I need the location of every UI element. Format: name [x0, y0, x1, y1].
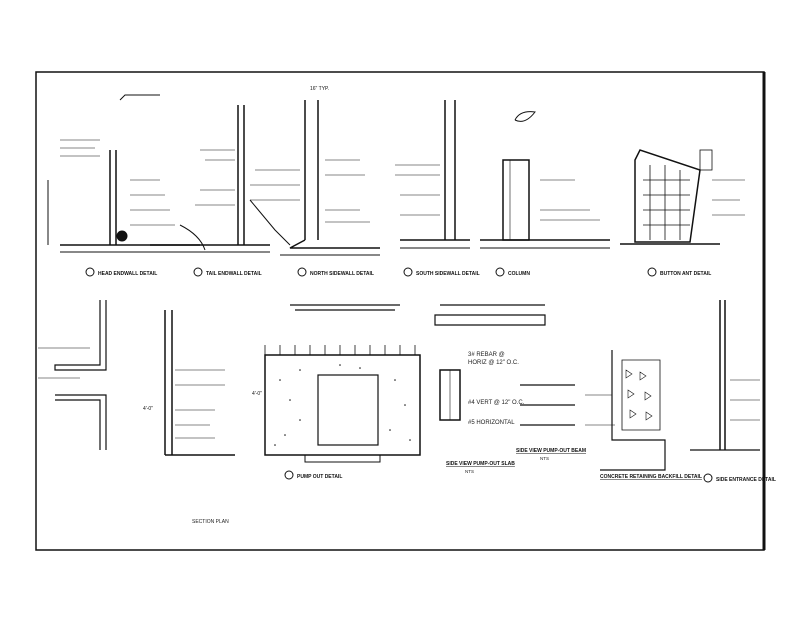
- detail-7-title: PUMP OUT DETAIL: [297, 474, 342, 480]
- detail-1-head-endwall: [47, 94, 206, 253]
- detail-2-title: TAIL ENDWALL DETAIL: [206, 271, 262, 277]
- side-view-slab-title: SIDE VIEW PUMP-OUT SLAB: [446, 461, 515, 467]
- rebar-note-4: #5 HORIZONTAL: [468, 420, 515, 426]
- left-dimension-a: 4'-0": [143, 406, 153, 412]
- side-view-beam-title: SIDE VIEW PUMP-OUT BEAM: [516, 448, 586, 454]
- rebar-note-1: 3# REBAR @: [468, 352, 505, 358]
- detail-6-button-ant: [620, 149, 745, 245]
- detail-7-pump-out: [264, 304, 421, 463]
- side-view-slab-scale: NTS: [465, 469, 474, 474]
- side-view-slab-drawing: [434, 304, 546, 421]
- rebar-note-2: HORIZ @ 12" O.C.: [468, 360, 519, 366]
- pump-depth-dimension: 4'-0": [252, 391, 262, 397]
- detail-6-title: BUTTON ANT DETAIL: [660, 271, 711, 277]
- detail-2-tail-endwall: [150, 105, 291, 253]
- detail-3-title: NORTH SIDEWALL DETAIL: [310, 271, 374, 277]
- retaining-backfill-title: CONCRETE RETAINING BACKFILL DETAIL: [600, 474, 702, 480]
- side-view-beam-scale: NTS: [540, 456, 549, 461]
- detail-4-title: SOUTH SIDEWALL DETAIL: [416, 271, 480, 277]
- rebar-note-3: #4 VERT @ 12" O.C.: [468, 400, 525, 406]
- detail-3-north-sidewall: [250, 100, 380, 256]
- detail-5-title: COLUMN: [508, 271, 530, 277]
- top-dimension-label: 16" TYP.: [310, 86, 329, 92]
- detail-5-column: [480, 111, 610, 249]
- detail-1-title: HEAD ENDWALL DETAIL: [98, 271, 157, 277]
- retaining-backfill-drawing: [585, 300, 760, 471]
- detail-8-title: SIDE ENTRANCE DETAIL: [716, 477, 776, 483]
- row1-captions: HEAD ENDWALL DETAIL TAIL ENDWALL DETAIL …: [85, 267, 711, 277]
- detail-4-south-sidewall: [395, 100, 470, 249]
- side-view-beam-drawing: [520, 384, 575, 426]
- section-plan-drawing: [38, 300, 235, 456]
- section-plan-title: SECTION PLAN: [192, 519, 229, 525]
